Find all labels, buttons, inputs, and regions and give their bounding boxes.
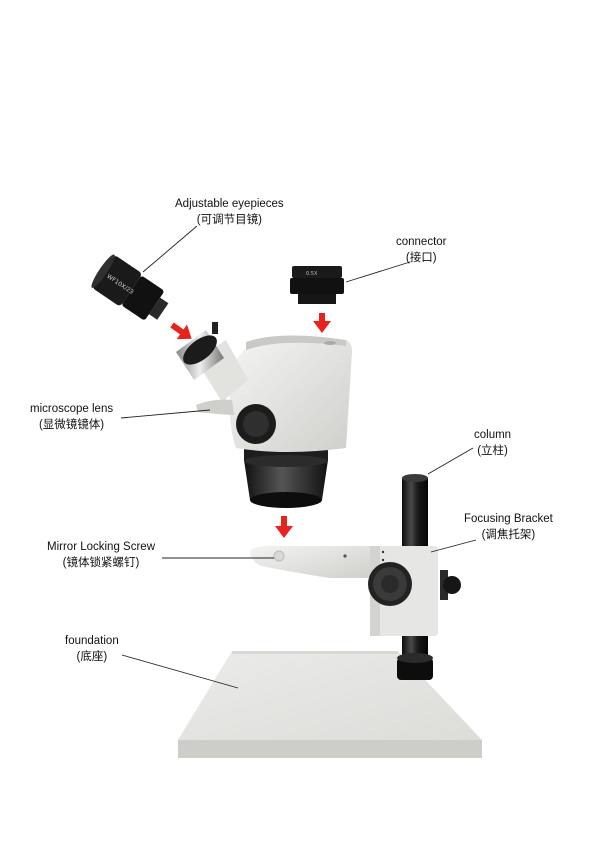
leader-column — [427, 447, 474, 475]
label-connector-zh: (接口) — [405, 252, 437, 264]
label-locking-screw: Mirror Locking Screw (镜体锁紧螺钉) — [47, 539, 155, 571]
leader-foundation — [121, 654, 239, 689]
label-eyepieces: Adjustable eyepieces (可调节目镜) — [175, 196, 284, 228]
label-column: column (立柱) — [474, 427, 511, 459]
label-foundation-en: foundation — [65, 635, 119, 647]
label-foundation: foundation (底座) — [65, 633, 119, 665]
label-lens-zh: (显微镜镜体) — [38, 419, 105, 431]
label-eyepieces-en: Adjustable eyepieces — [175, 198, 284, 210]
label-focusing-bracket-zh: (调焦托架) — [481, 529, 536, 541]
label-column-zh: (立柱) — [477, 445, 508, 457]
label-locking-screw-en: Mirror Locking Screw — [47, 541, 155, 553]
leader-connector — [345, 261, 411, 283]
label-foundation-zh: (底座) — [76, 651, 108, 663]
leader-eyepieces — [142, 225, 198, 273]
eyepiece-part: WF10X/23 — [91, 254, 169, 320]
label-connector-en: connector — [396, 236, 447, 248]
label-locking-screw-zh: (镜体锁紧螺钉) — [62, 557, 140, 569]
focusing-bracket-shape — [250, 545, 461, 636]
assembly-arrows — [170, 313, 331, 538]
leader-bracket — [430, 539, 477, 553]
label-lens-en: microscope lens — [30, 403, 114, 415]
label-column-en: column — [474, 429, 512, 441]
foundation-base — [178, 651, 482, 758]
microscope-head — [176, 322, 352, 508]
leader-lines — [120, 225, 477, 689]
label-focusing-bracket: Focusing Bracket (调焦托架) — [464, 511, 553, 543]
leader-lens — [120, 409, 211, 419]
label-focusing-bracket-en: Focusing Bracket — [464, 513, 553, 525]
connector-part: 0.5X — [290, 266, 344, 304]
label-connector: connector (接口) — [396, 234, 447, 266]
label-eyepieces-zh: (可调节目镜) — [196, 214, 262, 226]
svg-text:0.5X: 0.5X — [306, 271, 318, 277]
label-lens: microscope lens (显微镜镜体) — [30, 401, 113, 433]
